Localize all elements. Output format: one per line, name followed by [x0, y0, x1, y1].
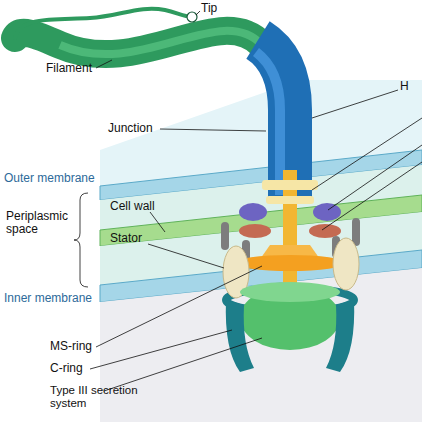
stator: [333, 238, 359, 290]
leader-line: [150, 212, 165, 232]
c-ring-segment: [226, 300, 254, 372]
leader-line: [322, 162, 422, 230]
part-label: H: [400, 80, 420, 93]
part-label: Filament: [46, 62, 106, 75]
ring-protein: [239, 224, 271, 238]
ring-protein: [309, 224, 341, 238]
leader-line: [196, 11, 200, 15]
cytoplasm: [100, 268, 422, 422]
part-label: Inner membrane: [4, 292, 104, 305]
filament-tail: [15, 9, 186, 38]
part-label: Junction: [108, 122, 168, 135]
leader-line: [104, 338, 262, 391]
part-label: Tip: [201, 2, 241, 15]
part-label: Type III secretion system: [50, 384, 142, 410]
part-label: Periplasmic space: [6, 210, 76, 236]
ms-ring: [235, 255, 345, 271]
leader-line: [312, 90, 398, 118]
bushing: [239, 203, 267, 221]
leader-line: [312, 118, 422, 190]
part-label: C-ring: [50, 362, 120, 375]
leader-line: [148, 244, 224, 268]
leader-line: [90, 330, 232, 369]
part-label: Stator: [110, 232, 170, 245]
leader-line: [328, 145, 422, 210]
filament-highlight: [60, 31, 262, 54]
leader-line: [160, 129, 266, 131]
filament-tip: [187, 12, 197, 22]
leader-line: [96, 60, 112, 68]
leader-line: [96, 266, 262, 347]
part-label: Cell wall: [110, 200, 180, 213]
c-ring-top: [240, 282, 340, 302]
part-label: Outer membrane: [4, 172, 104, 185]
bushing: [313, 203, 341, 221]
part-label: MS-ring: [50, 340, 120, 353]
c-ring-segment: [326, 300, 354, 372]
p-ring: [266, 196, 314, 204]
l-ring: [262, 180, 318, 190]
bracket: [74, 193, 88, 287]
filament-body: [15, 31, 262, 54]
stator-stalk: [221, 222, 229, 250]
hook-highlight: [256, 52, 280, 195]
